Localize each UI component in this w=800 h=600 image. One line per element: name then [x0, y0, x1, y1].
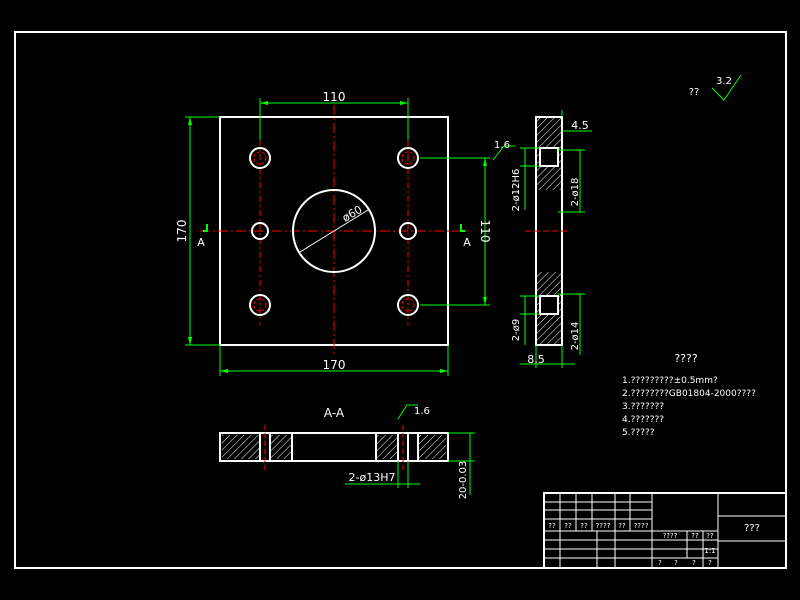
pin-hole-right: [399, 222, 417, 240]
mid-cell-3: ??: [706, 532, 714, 540]
section-title: A-A: [324, 406, 345, 420]
surface-finish-check: [711, 74, 742, 101]
section-hatch-4: [418, 435, 446, 459]
section-hole-edges: [259, 433, 419, 461]
title-cell-2: ??: [564, 522, 572, 530]
section-dimensions: [345, 404, 475, 495]
section-mark-right: A: [463, 236, 471, 249]
top-view-dimensions: [185, 98, 490, 376]
sheet-cell-4: ?: [708, 559, 712, 567]
sheet-cell-2: ?: [674, 559, 678, 567]
hole-spacing-x-label: 110: [323, 90, 346, 104]
counterbore-dia-label: 2-ø18: [570, 178, 581, 207]
section-thickness-tol-label: 20-0.03: [458, 461, 469, 500]
section-hole-fit-label: 2-ø13H7: [349, 471, 396, 484]
note-item-4: 4.???????: [622, 415, 664, 425]
title-cell-3: ??: [580, 522, 588, 530]
bore-diameter-label: ø60: [340, 203, 364, 225]
drawing-name: ???: [744, 523, 760, 534]
note-item-2: 2.????????GB01804-2000????: [622, 389, 756, 399]
counterbore-hole-bl: [249, 294, 271, 316]
hole-inner-br: [401, 298, 415, 312]
section-roughness-label: 1.6: [414, 406, 430, 417]
title-cell-4: ????: [596, 522, 611, 530]
title-cell-5: ??: [618, 522, 626, 530]
counterbore-fit-label: 2-ø12H6: [511, 169, 522, 212]
pin-hole-left: [251, 222, 269, 240]
hole-spacing-y-label: 110: [478, 220, 492, 243]
counterbore-hole-tl: [249, 147, 271, 169]
section-hatch-2: [270, 435, 292, 459]
side-counterbore-top: [539, 147, 559, 167]
hole-inner-tr: [401, 151, 415, 165]
section-view: A-A 1.6 2-ø13H7 20-0.03: [219, 404, 475, 500]
plate-width-label: 170: [323, 358, 346, 372]
side-roughness-label: 1.6: [494, 140, 510, 151]
drawing-border: [14, 31, 787, 569]
note-item-5: 5.?????: [622, 428, 655, 438]
bore-diameter-leader: [299, 209, 369, 253]
title-block: ?? ?? ?? ???? ?? ???? ???? ?? ?? 1:1 ? ?…: [543, 492, 787, 569]
technical-notes: ???? 1.?????????±0.5mm? 2.????????GB0180…: [622, 352, 756, 438]
side-depth-label: 8.5: [527, 353, 545, 366]
side-view: 4.5 1.6 2-ø12H6 2-ø18 2-ø9 2-ø14 8.5: [492, 110, 592, 368]
section-hatch-1: [222, 435, 260, 459]
center-bore: [292, 189, 376, 273]
counterbore-hole-br: [397, 294, 419, 316]
title-cell-1: ??: [548, 522, 556, 530]
scale-label: 1:1: [704, 547, 715, 555]
small-hole-label: 2-ø9: [511, 319, 522, 341]
mid-cell-1: ????: [663, 532, 678, 540]
side-counterbore-bottom: [539, 295, 559, 315]
counterbore-hole-tr: [397, 147, 419, 169]
title-block-grid: [544, 493, 786, 568]
dimension-arrows: [188, 101, 487, 373]
counterbore-hole-label: 2-ø14: [570, 322, 581, 351]
surface-finish-label: ??: [689, 87, 700, 98]
section-outline: [219, 432, 449, 462]
top-view: ø60: [175, 90, 492, 376]
sheet-cell-3: ?: [692, 559, 696, 567]
plate-height-label: 170: [175, 220, 189, 243]
notes-title: ????: [674, 352, 698, 365]
note-item-1: 1.?????????±0.5mm?: [622, 376, 718, 386]
side-thickness-label: 4.5: [571, 119, 589, 132]
side-dimensions: [492, 110, 592, 368]
section-mark-left-arrow: [203, 224, 208, 232]
surface-finish-symbol: ?? 3.2: [689, 74, 742, 101]
section-mark-left: A: [197, 236, 205, 249]
hole-inner-bl: [253, 298, 267, 312]
surface-finish-value: 3.2: [716, 76, 732, 87]
title-cell-6: ????: [634, 522, 649, 530]
section-mark-right-arrow: [460, 224, 465, 232]
note-item-3: 3.???????: [622, 402, 664, 412]
hole-inner-tl: [253, 151, 267, 165]
sheet-cell-1: ?: [658, 559, 662, 567]
section-hatch-3: [376, 435, 398, 459]
mid-cell-2: ??: [691, 532, 699, 540]
